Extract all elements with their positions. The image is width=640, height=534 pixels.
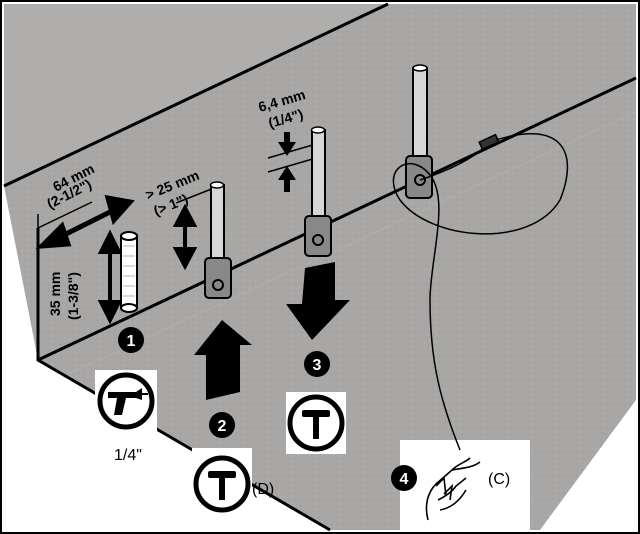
beam-corner-edge: [37, 201, 93, 229]
push-up-arrow: [194, 320, 252, 400]
depth-dimension-arrow: [97, 229, 123, 325]
svg-text:1: 1: [127, 333, 136, 350]
anchor-rod-step1: [120, 231, 138, 313]
beam-top-edge: [3, 2, 389, 188]
anchor-rod-step2: [204, 181, 232, 299]
wedge-caption: (D): [252, 481, 274, 498]
svg-text:2: 2: [218, 418, 227, 435]
step-badge-1: 1: [118, 327, 144, 353]
depth-in-label: (1-3/8"): [65, 272, 81, 320]
cable-caption: (C): [488, 471, 510, 488]
depth-mm-label: 35 mm: [47, 272, 63, 316]
anchor-rod-step3: [304, 126, 332, 257]
step4-icon-box: [400, 440, 530, 530]
anchor-rod-step4: [405, 64, 433, 199]
svg-text:3: 3: [313, 357, 322, 374]
drill-size-caption: 1/4": [114, 447, 142, 464]
beam-mid-edge: [37, 76, 637, 362]
beam-front-face: [38, 112, 636, 530]
step-badge-4: 4: [391, 465, 417, 491]
drill-icon: [97, 372, 155, 430]
hammer-icon: [193, 455, 251, 513]
gap-dimension-arrows: [278, 132, 296, 192]
release-wire: [392, 133, 569, 451]
step-badge-3: 3: [304, 351, 330, 377]
push-down-arrow: [286, 262, 350, 340]
protrude-dimension-arrow: [172, 203, 198, 271]
svg-text:4: 4: [400, 471, 409, 488]
step-badge-2: 2: [209, 412, 235, 438]
hand-icon: [425, 457, 481, 521]
hammer-icon: [287, 394, 345, 452]
width-dimension-arrow: [35, 194, 135, 250]
